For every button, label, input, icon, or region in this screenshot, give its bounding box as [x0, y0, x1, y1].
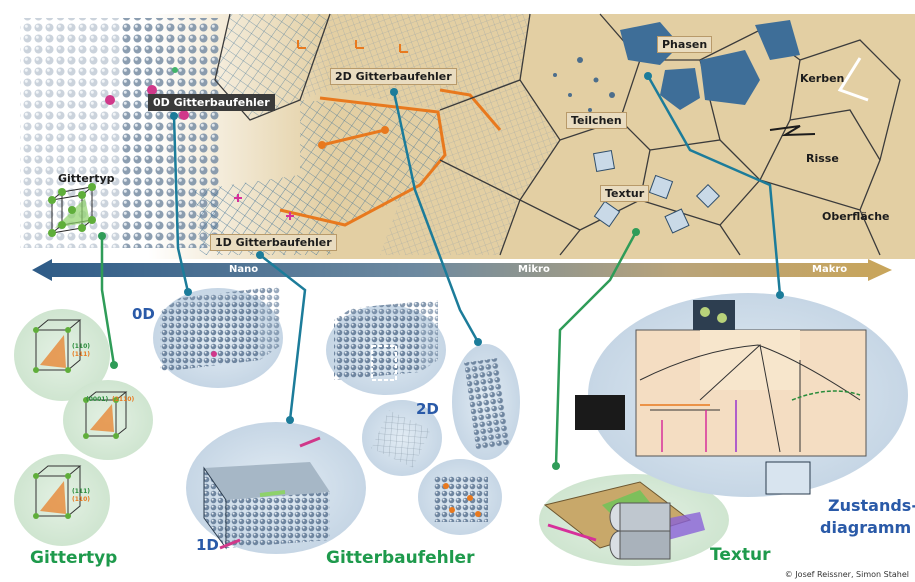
label-diagramm: diagramm	[820, 518, 912, 537]
label-textur-bottom: Textur	[710, 545, 771, 565]
scale-makro: Makro	[812, 264, 848, 275]
label-gittertyp-bottom: Gittertyp	[30, 548, 118, 568]
label-textur-top: Textur	[600, 185, 650, 202]
label-zustands: Zustands-	[828, 496, 915, 515]
label-teilchen: Teilchen	[566, 112, 627, 129]
miller-a2: (111)	[72, 351, 91, 358]
scale-mikro: Mikro	[518, 264, 550, 275]
label-phasen: Phasen	[657, 36, 713, 53]
label-kerben: Kerben	[800, 72, 845, 85]
label-gittertyp-top: Gittertyp	[58, 172, 115, 185]
miller-c1: (111)	[72, 488, 91, 495]
label-1d-defects-top: 1D Gitterbaufehler	[210, 234, 337, 251]
label-0d-defects-top: 0D Gitterbaufehler	[148, 94, 275, 111]
miller-b1: (0001)	[86, 396, 109, 403]
copyright: © Josef Reissner, Simon Stahel	[784, 570, 909, 579]
miller-a1: (110)	[72, 343, 91, 350]
label-2d: 2D	[416, 400, 439, 418]
label-0d: 0D	[132, 305, 155, 323]
label-1d: 1D	[196, 536, 219, 554]
scale-nano: Nano	[229, 264, 259, 275]
label-2d-defects-top: 2D Gitterbaufehler	[330, 68, 457, 85]
label-gitterbaufehler: Gitterbaufehler	[326, 548, 475, 568]
miller-b2: (2110)	[112, 396, 135, 403]
miller-c2: (110)	[72, 496, 91, 503]
label-risse: Risse	[806, 152, 839, 165]
label-oberflaeche: Oberfläche	[822, 210, 890, 223]
